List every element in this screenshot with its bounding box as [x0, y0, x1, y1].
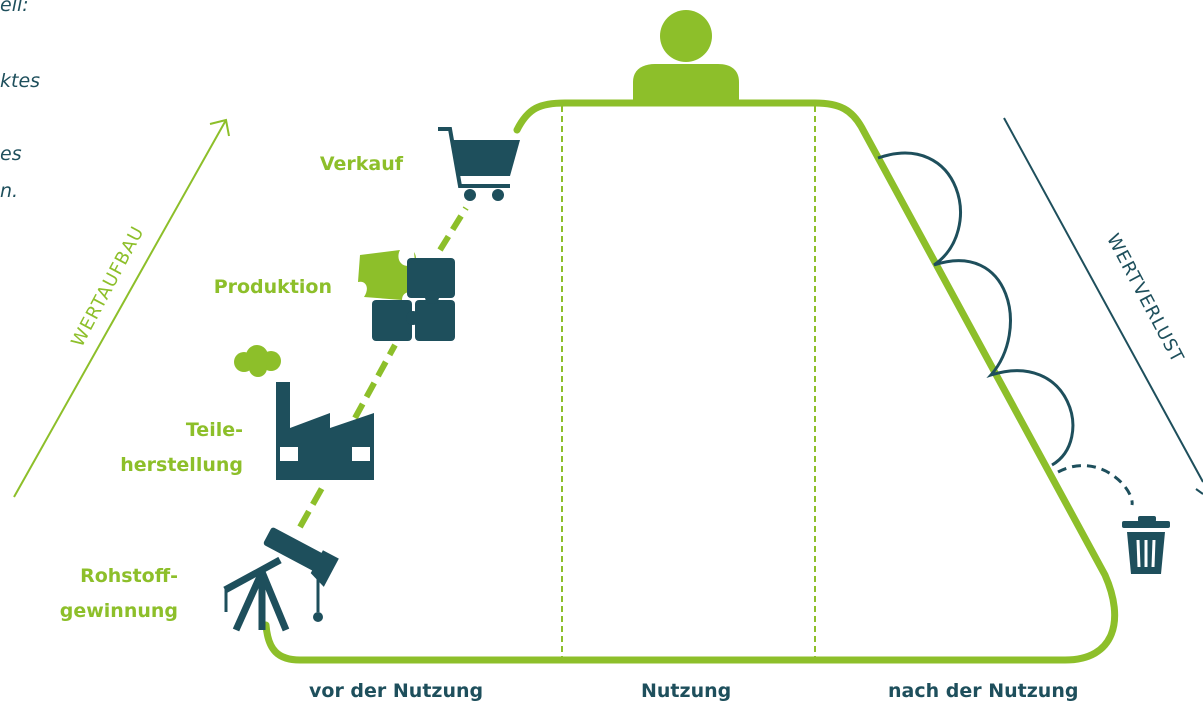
stage-label-raw-line1: Rohstoff- — [80, 565, 178, 587]
stage-label-production: Produktion — [213, 276, 332, 298]
stage-label-parts: Teile- herstellung — [120, 413, 243, 483]
intro-text-fragment-1: ell: — [0, 0, 29, 16]
intro-text-fragment-2: ktes — [0, 70, 41, 92]
factory-icon — [234, 345, 374, 480]
phase-label-before-use: vor der Nutzung — [309, 680, 484, 702]
value-loss-arcs — [877, 151, 1075, 467]
value-loss-arrow — [1003, 117, 1203, 495]
intro-text-fragment-4: n. — [0, 180, 19, 202]
stage-connectors — [297, 206, 469, 529]
stage-label-raw-material: Rohstoff- gewinnung — [60, 559, 178, 629]
stage-label-raw-line2: gewinnung — [59, 600, 178, 622]
stage-label-parts-line1: Teile- — [185, 419, 243, 441]
disposal-path — [1057, 464, 1134, 506]
intro-text-fragment-3: es — [0, 143, 22, 165]
value-build-arrow — [13, 118, 230, 498]
value-curve-outline — [262, 99, 1119, 664]
stage-label-sale: Verkauf — [319, 153, 403, 175]
shopping-cart-icon — [438, 127, 520, 201]
puzzle-icon — [358, 250, 455, 341]
stage-label-parts-line2: herstellung — [120, 454, 243, 476]
oil-pump-icon — [223, 527, 339, 632]
person-icon — [633, 10, 739, 100]
trash-icon — [1122, 516, 1170, 574]
phase-label-use: Nutzung — [641, 680, 732, 702]
phase-label-after-use: nach der Nutzung — [888, 680, 1079, 702]
